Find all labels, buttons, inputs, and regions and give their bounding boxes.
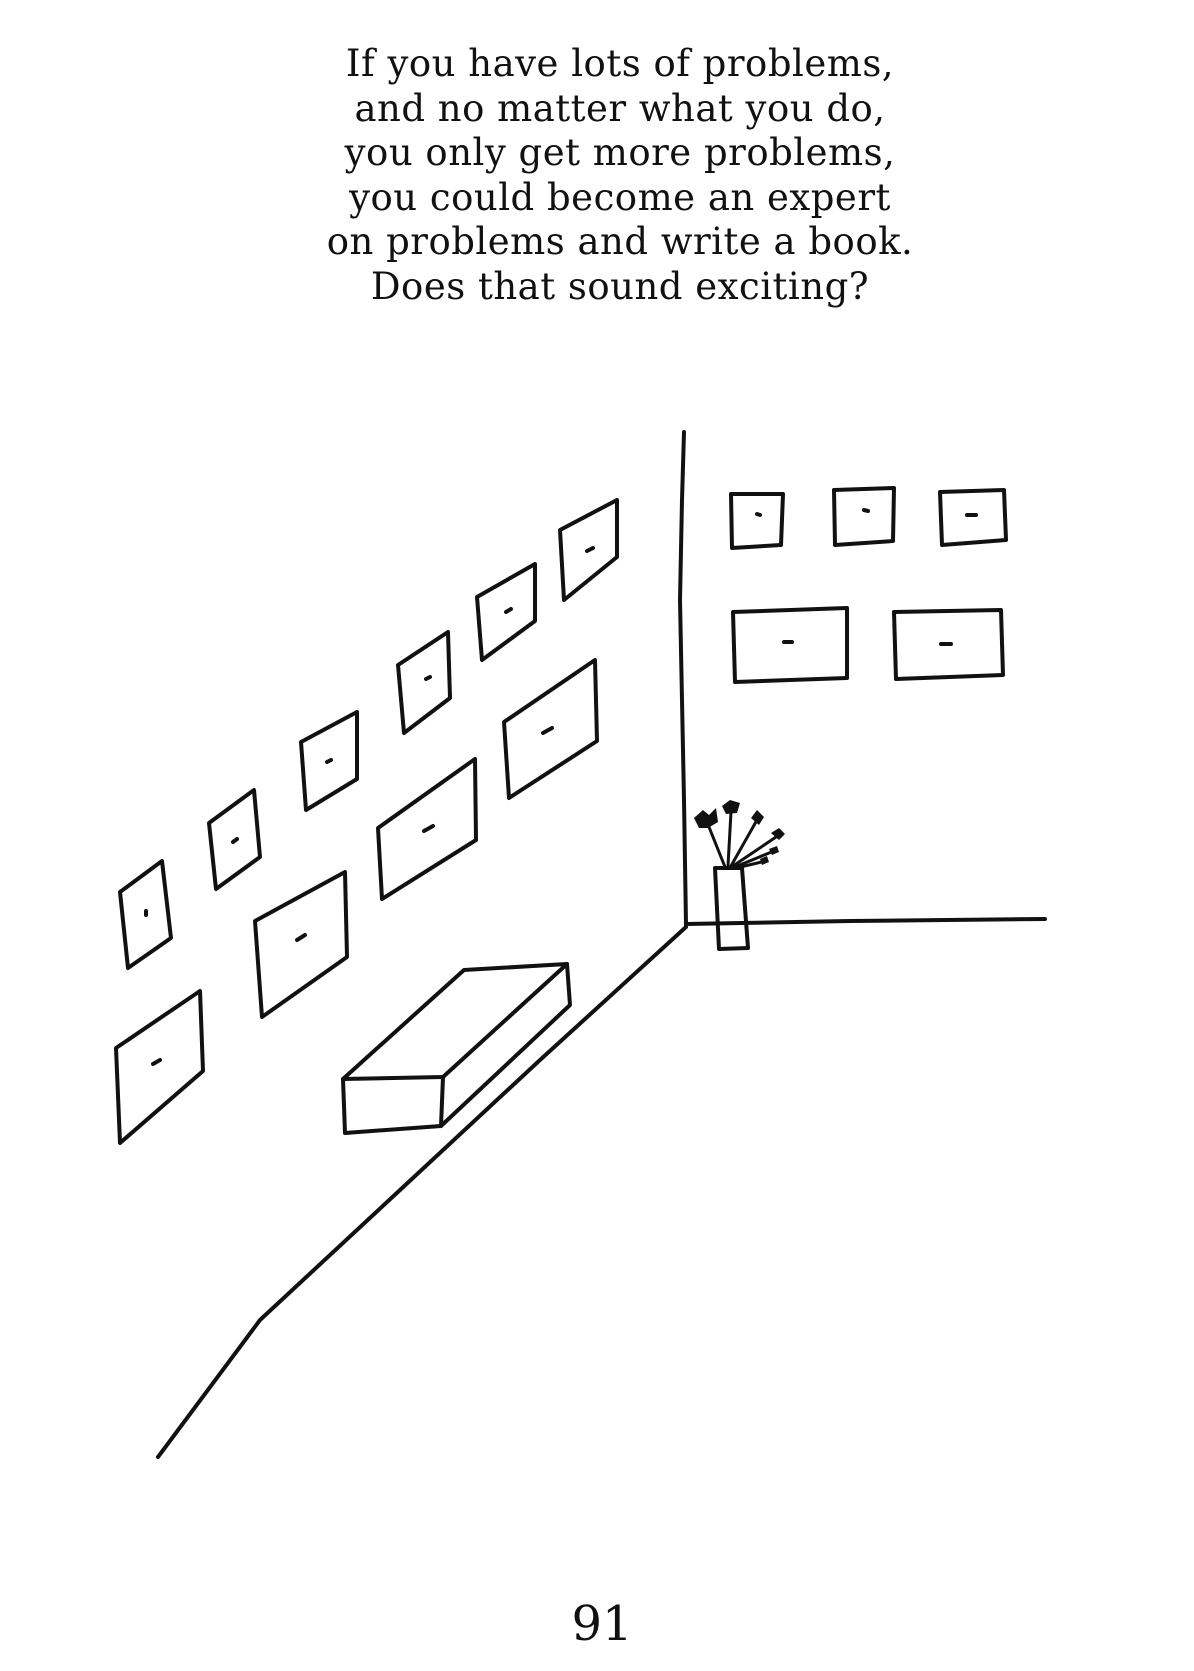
vase-body [713, 866, 750, 951]
flower-head [771, 828, 785, 840]
left-wall-frames-lower-row [114, 658, 599, 1145]
flower-head [760, 856, 769, 865]
picture-frame [376, 757, 478, 901]
picture-frame [207, 788, 262, 891]
flower-stem [726, 810, 733, 868]
picture-frame [731, 606, 849, 684]
bench-side [439, 962, 572, 1128]
picture-frame [114, 989, 205, 1145]
picture-frame [502, 658, 599, 800]
room-corner [156, 430, 1047, 1459]
floor-line-left [156, 925, 688, 1459]
poem-line: you could become an expert [349, 175, 891, 219]
flower-stem [733, 849, 776, 869]
wall-corner-line [678, 430, 688, 927]
flower-stem [734, 859, 768, 870]
picture-frame [892, 608, 1005, 681]
flower-head [769, 846, 779, 855]
left-wall-frames-upper-row [118, 498, 619, 970]
flower-vase [694, 800, 785, 951]
picture-frame [118, 859, 173, 970]
poem-line: If you have lots of problems, [345, 42, 895, 85]
flower-stem [729, 818, 759, 868]
floor-line-right [684, 917, 1047, 926]
picture-frame [253, 870, 349, 1019]
poem-line: you only get more problems, [344, 131, 896, 174]
picture-frame [729, 492, 785, 550]
page-number: 91 [571, 1596, 633, 1652]
picture-frame [832, 486, 896, 547]
gallery-bench [341, 962, 572, 1135]
picture-frame [299, 710, 359, 812]
picture-frame [396, 630, 452, 735]
poem-text: If you have lots of problems, and no mat… [300, 42, 940, 309]
flower-head [751, 810, 764, 825]
flower-stem [705, 820, 727, 869]
flower-head [694, 808, 718, 828]
poem-line: Does that sound exciting? [370, 264, 870, 308]
picture-frame [475, 562, 537, 662]
flower-head [722, 800, 740, 814]
picture-frame [558, 498, 619, 602]
bench-top [341, 962, 569, 1081]
poem-line: and no matter what you do, [354, 86, 886, 130]
flower-stem [731, 833, 781, 868]
picture-frame [938, 488, 1008, 547]
back-wall-frames [729, 486, 1008, 684]
bench-front [341, 1075, 445, 1135]
poem-line: on problems and write a book. [326, 220, 914, 263]
